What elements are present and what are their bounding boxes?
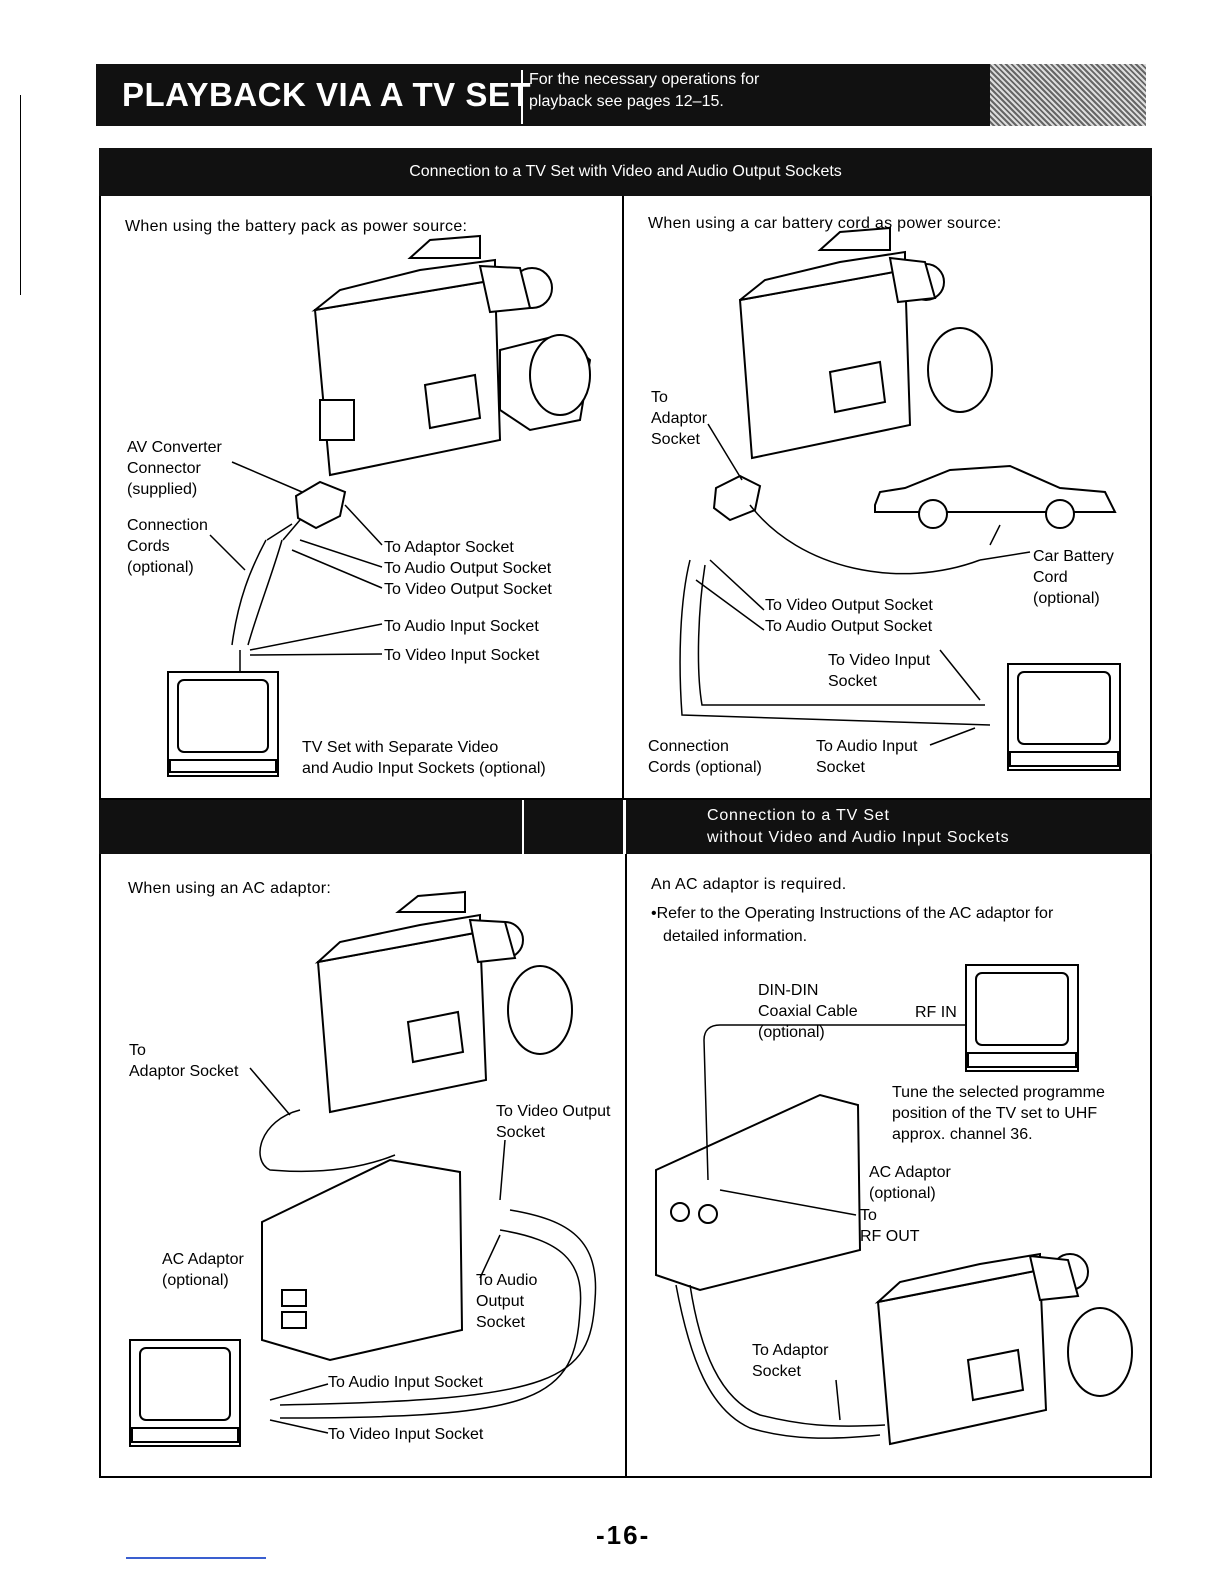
car-wheel-front: [919, 500, 947, 528]
q3-grip: [408, 1012, 463, 1062]
q2-grip: [830, 362, 885, 412]
q4-camcorder-top: [878, 1254, 1040, 1302]
q2-to-adaptor-socket: To Adaptor Socket: [651, 389, 708, 448]
header-divider: [521, 70, 523, 124]
q1-lens-barrel: [480, 266, 530, 312]
q1-av-converter: [296, 482, 345, 528]
q4-to-adaptor-socket: To Adaptor Socket: [752, 1342, 829, 1380]
q4-refer-note: •Refer to the Operating Instructions of …: [651, 905, 1054, 945]
q1-control-dial: [530, 335, 590, 415]
q3-ac-adaptor-label: AC Adaptor (optional): [162, 1251, 244, 1289]
divider-vertical-upper: [622, 196, 624, 800]
q2-connection-cords: Connection Cords (optional): [648, 738, 762, 776]
q2-to-audio-input-socket: To Audio Input Socket: [816, 738, 918, 776]
q2-camcorder-top: [740, 252, 905, 300]
band-left-divider: [522, 800, 524, 854]
q1-to-audio-output-socket: To Audio Output Socket: [384, 560, 552, 577]
q4-intro: An AC adaptor is required.: [651, 876, 847, 893]
q1-to-audio-input-socket: To Audio Input Socket: [384, 618, 539, 635]
margin-line: [20, 95, 21, 295]
q1-to-adaptor-socket: To Adaptor Socket: [384, 539, 514, 556]
q2-to-audio-output-socket: To Audio Output Socket: [765, 618, 933, 635]
band-left: [99, 800, 623, 854]
q3-to-video-output-socket: To Video Output Socket: [496, 1103, 611, 1141]
header-note: For the necessary operations for playbac…: [529, 71, 760, 110]
q3-to-audio-output-socket: To Audio Output Socket: [476, 1272, 538, 1331]
q3-handle: [398, 892, 465, 912]
q3-ac-adaptor: [262, 1160, 462, 1360]
q1-intro: When using the battery pack as power sou…: [125, 218, 468, 235]
q3-camcorder-top: [318, 915, 480, 962]
q4-lens-barrel: [1030, 1256, 1078, 1300]
q3-control-dial: [508, 966, 572, 1054]
q3-to-audio-input-socket: To Audio Input Socket: [328, 1374, 483, 1391]
q4-rf-in: RF IN: [915, 1004, 957, 1021]
q1-camcorder-top: [315, 260, 495, 310]
q2-to-video-input-socket: To Video Input Socket: [828, 652, 931, 690]
q2-lens-barrel: [890, 258, 935, 302]
q4-ac-adaptor: [656, 1095, 860, 1290]
q4-control-dial: [1068, 1308, 1132, 1396]
q1-handle: [410, 236, 480, 258]
q2-handle: [820, 228, 890, 250]
q1-to-video-input-socket: To Video Input Socket: [384, 647, 540, 664]
q2-to-video-output-socket: To Video Output Socket: [765, 597, 933, 614]
q1-to-video-output-socket: To Video Output Socket: [384, 581, 552, 598]
header-bar: [96, 64, 1146, 126]
q3-lens-barrel: [470, 920, 515, 962]
q4-socket-right: [699, 1205, 717, 1223]
q4-to-rf-out: To RF OUT: [860, 1207, 920, 1245]
q2-control-dial: [928, 328, 992, 412]
q4-tune-note: Tune the selected programme position of …: [892, 1084, 1105, 1143]
car-wheel-rear: [1046, 500, 1074, 528]
section-banner-top: Connection to a TV Set with Video and Au…: [99, 148, 1152, 196]
q3-to-video-input-socket: To Video Input Socket: [328, 1426, 484, 1443]
divider-horizontal: [99, 798, 1152, 800]
q4-din-cable: DIN-DIN Coaxial Cable (optional): [758, 982, 858, 1041]
q1-av-converter-label: AV Converter Connector (supplied): [127, 439, 222, 498]
q1-cassette-window: [320, 400, 354, 440]
header-dither-pattern: [990, 64, 1146, 126]
q2-intro: When using a car battery cord as power s…: [648, 215, 1002, 232]
footer-rule: [126, 1557, 266, 1559]
page-title: PLAYBACK VIA A TV SET: [122, 76, 531, 113]
q3-to-adaptor-socket: To Adaptor Socket: [129, 1042, 239, 1080]
divider-vertical-lower: [625, 854, 627, 1478]
q4-grip: [968, 1350, 1023, 1400]
page-number: -16-: [596, 1520, 651, 1550]
q3-intro: When using an AC adaptor:: [128, 880, 332, 897]
q2-car-battery-cord: Car Battery Cord (optional): [1033, 548, 1114, 607]
q4-socket-left: [671, 1203, 689, 1221]
q1-tv-set-caption: TV Set with Separate Video and Audio Inp…: [302, 739, 546, 777]
q1-grip: [425, 375, 480, 428]
q4-ac-adaptor-label: AC Adaptor (optional): [869, 1164, 951, 1202]
section-banner-bottom: Connection to a TV Set without Video and…: [626, 800, 1152, 854]
q1-connection-cords-label: Connection Cords (optional): [127, 517, 208, 576]
